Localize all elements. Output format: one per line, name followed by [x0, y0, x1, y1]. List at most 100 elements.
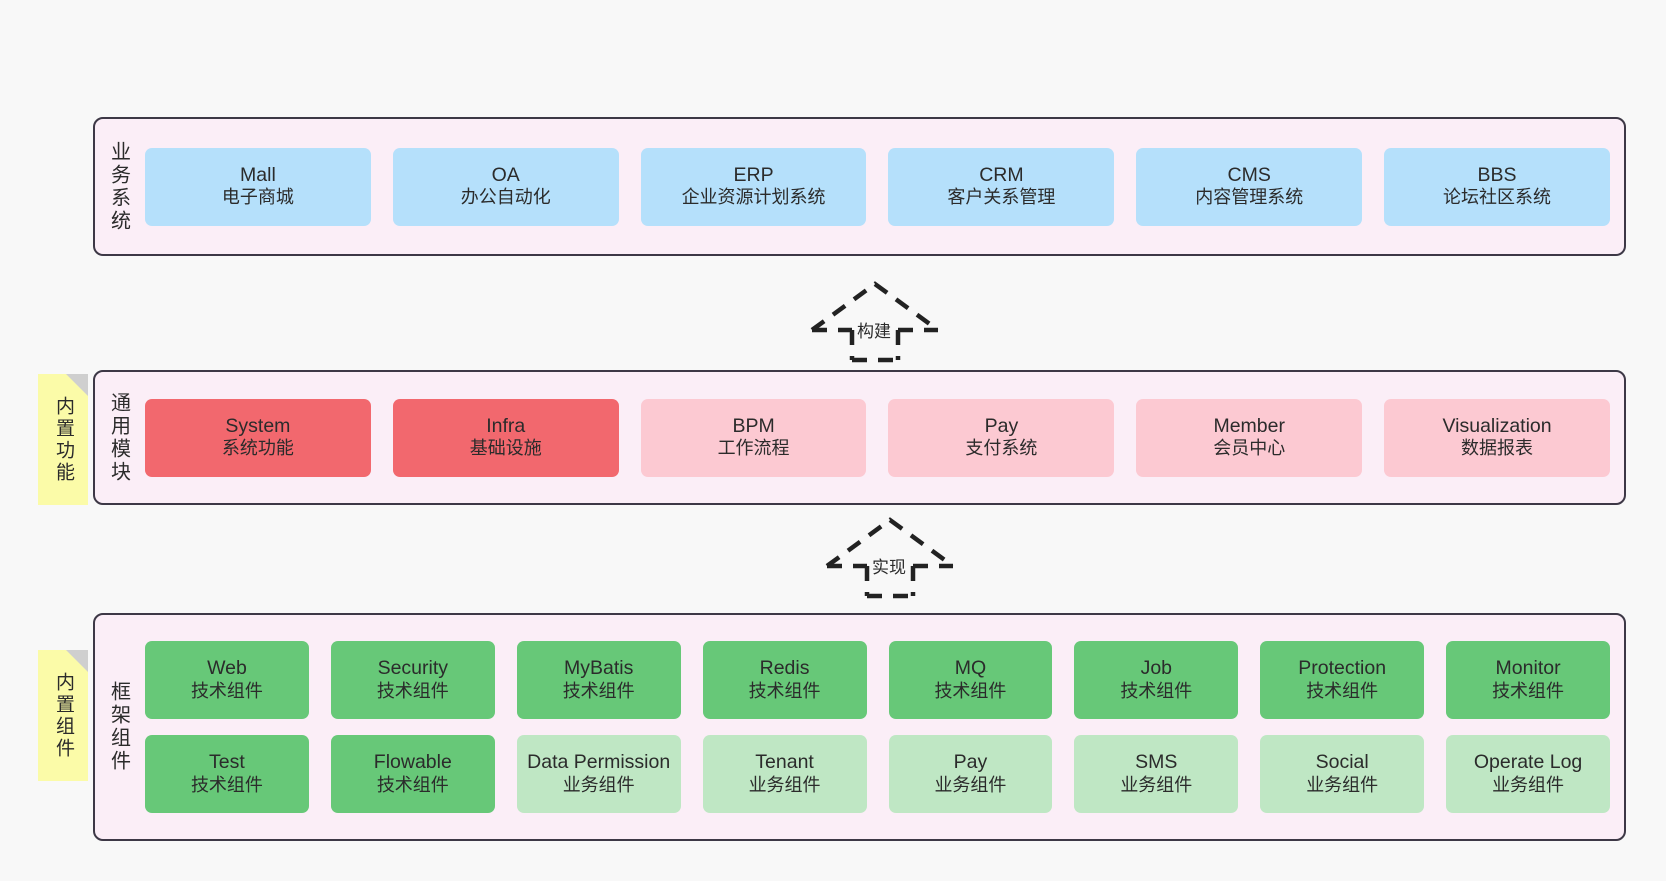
card-title-cn: 电子商城: [221, 187, 294, 208]
card-title-en: Pay: [984, 414, 1019, 437]
layer-module-title: 通用模块: [107, 391, 130, 484]
connector-implement-shape: [825, 517, 955, 599]
connector-build: 构建: [800, 272, 950, 363]
card-title-cn: 办公自动化: [460, 187, 551, 208]
card-title-en: Web: [207, 657, 247, 680]
card-title-cn: 内容管理系统: [1195, 187, 1304, 208]
card-title-en: Mall: [240, 163, 276, 186]
card-title-cn: 业务组件: [1492, 774, 1565, 795]
card-title-cn: 技术组件: [1492, 680, 1565, 701]
card-title-en: BPM: [732, 414, 775, 437]
layer-framework-title: 框架组件: [107, 681, 130, 773]
card-title-cn: 业务组件: [1306, 774, 1379, 795]
note-fold-corner-icon: [66, 650, 88, 672]
card-title-en: Protection: [1298, 657, 1387, 680]
card-title-cn: 技术组件: [376, 680, 449, 701]
card-title-en: Operate Log: [1473, 751, 1583, 774]
card-title-cn: 技术组件: [190, 680, 263, 701]
card-title-en: CMS: [1227, 163, 1271, 186]
connector-build-label: 构建: [857, 322, 891, 341]
card-title-cn: 业务组件: [934, 774, 1007, 795]
card-title-en: MQ: [954, 657, 987, 680]
card-title-en: Data Permission: [527, 751, 671, 774]
card-title-en: Tenant: [755, 751, 814, 774]
layer-business-title: 业务系统: [107, 140, 130, 233]
card-title-cn: 技术组件: [748, 680, 821, 701]
card-title-en: Infra: [486, 414, 526, 437]
card-title-en: Redis: [759, 657, 810, 680]
card-title-cn: 业务组件: [562, 774, 635, 795]
card-title-cn: 论坛社区系统: [1443, 187, 1552, 208]
card-title-cn: 技术组件: [934, 680, 1007, 701]
card-title-en: Social: [1315, 751, 1369, 774]
connector-build-shape: [810, 281, 940, 363]
card-title-cn: 支付系统: [965, 438, 1038, 459]
card-title-en: System: [225, 414, 291, 437]
card-title-cn: 技术组件: [562, 680, 635, 701]
card-title-cn: 技术组件: [190, 774, 263, 795]
card-title-en: Visualization: [1442, 414, 1552, 437]
card-title-en: OA: [491, 163, 520, 186]
note-builtin-features: 内置功能: [38, 374, 88, 505]
card-title-en: Job: [1140, 657, 1173, 680]
card-title-cn: 客户关系管理: [947, 187, 1056, 208]
card-title-en: MyBatis: [564, 657, 634, 680]
connector-implement-label: 实现: [872, 558, 906, 577]
card-title-cn: 数据报表: [1461, 438, 1534, 459]
card-title-en: Test: [209, 751, 245, 774]
card-title-cn: 技术组件: [376, 774, 449, 795]
card-title-cn: 会员中心: [1213, 438, 1286, 459]
card-title-en: Security: [377, 657, 449, 680]
card-title-cn: 技术组件: [1306, 680, 1379, 701]
card-title-cn: 技术组件: [1120, 680, 1193, 701]
connector-implement: 实现: [815, 508, 965, 599]
note-builtin-components-label: 内置组件: [52, 671, 74, 760]
card-title-en: ERP: [733, 163, 774, 186]
note-builtin-components: 内置组件: [38, 650, 88, 781]
card-title-cn: 业务组件: [748, 774, 821, 795]
card-title-en: Flowable: [373, 751, 452, 774]
card-title-cn: 基础设施: [469, 438, 542, 459]
card-title-en: Pay: [953, 751, 988, 774]
card-title-cn: 系统功能: [221, 438, 294, 459]
card-title-cn: 业务组件: [1120, 774, 1193, 795]
card-title-en: BBS: [1477, 163, 1517, 186]
card-title-cn: 工作流程: [717, 438, 790, 459]
